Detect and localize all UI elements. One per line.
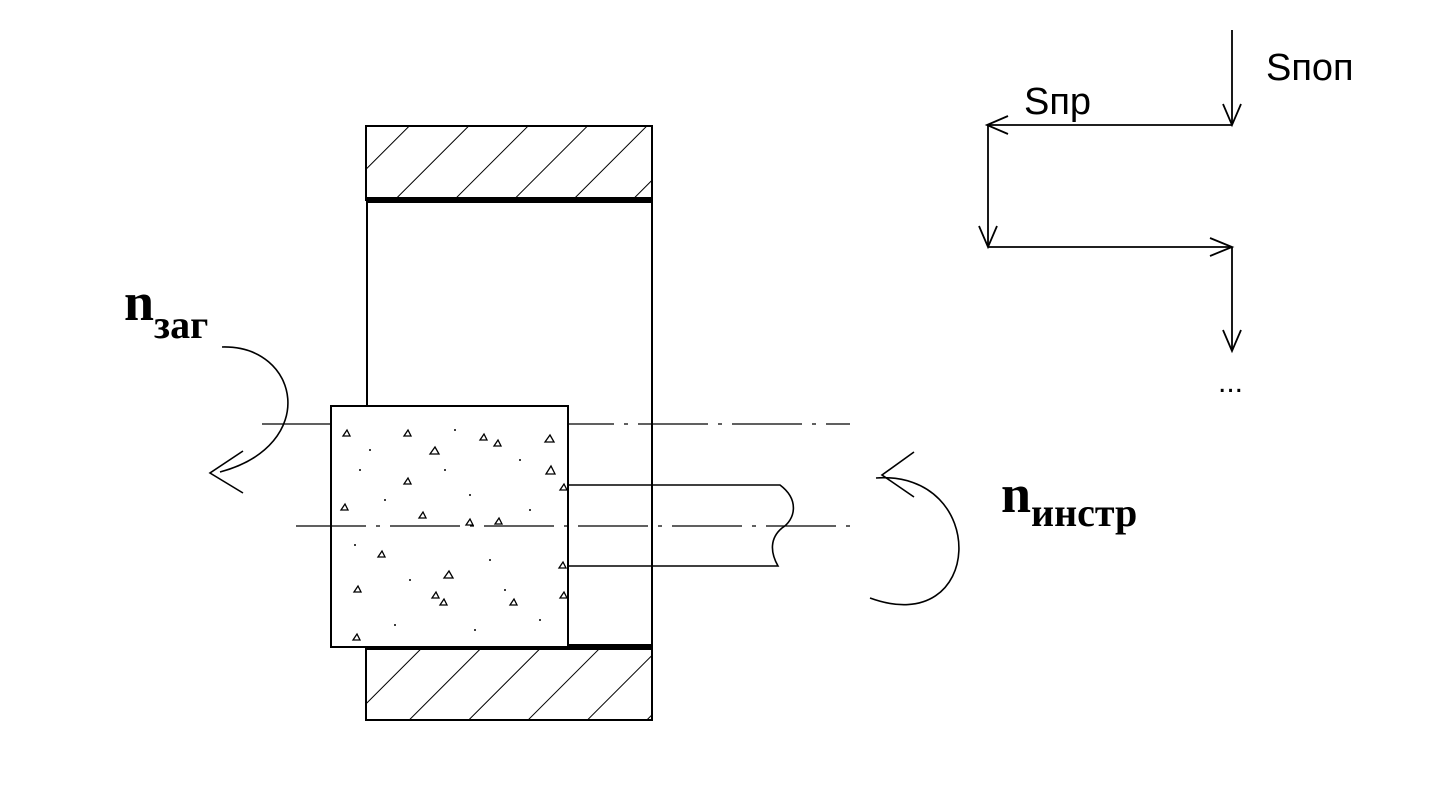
continuation-ellipsis: ... [1218, 366, 1243, 399]
cross-feed-label: Sпоп [1266, 47, 1354, 89]
spindle-shaft [568, 484, 795, 567]
workpiece-top-wall-hatch [365, 125, 653, 201]
workpiece-rotation-label: nзаг [124, 272, 208, 347]
feed-path-diagram [978, 30, 1242, 354]
feed-down-arrow-head-right [1222, 329, 1242, 354]
abrasive-grains [339, 428, 569, 641]
workpiece-rotation-label-sub: заг [154, 302, 208, 347]
longitudinal-feed-arrow-head [984, 115, 1009, 135]
workpiece-rotation-arrow [208, 346, 289, 494]
tool-rotation-label-main: n [1001, 464, 1031, 524]
workpiece-rotation-label-main: n [124, 272, 154, 332]
workpiece-bottom-wall-hatch [365, 646, 653, 721]
abrasive-dots [354, 429, 541, 631]
longitudinal-feed-label: Sпр [1024, 81, 1091, 123]
tool-rotation-label: nинстр [1001, 464, 1137, 535]
tool-rotation-label-sub: инстр [1031, 490, 1137, 535]
tool-rotation-arrow [869, 451, 960, 606]
